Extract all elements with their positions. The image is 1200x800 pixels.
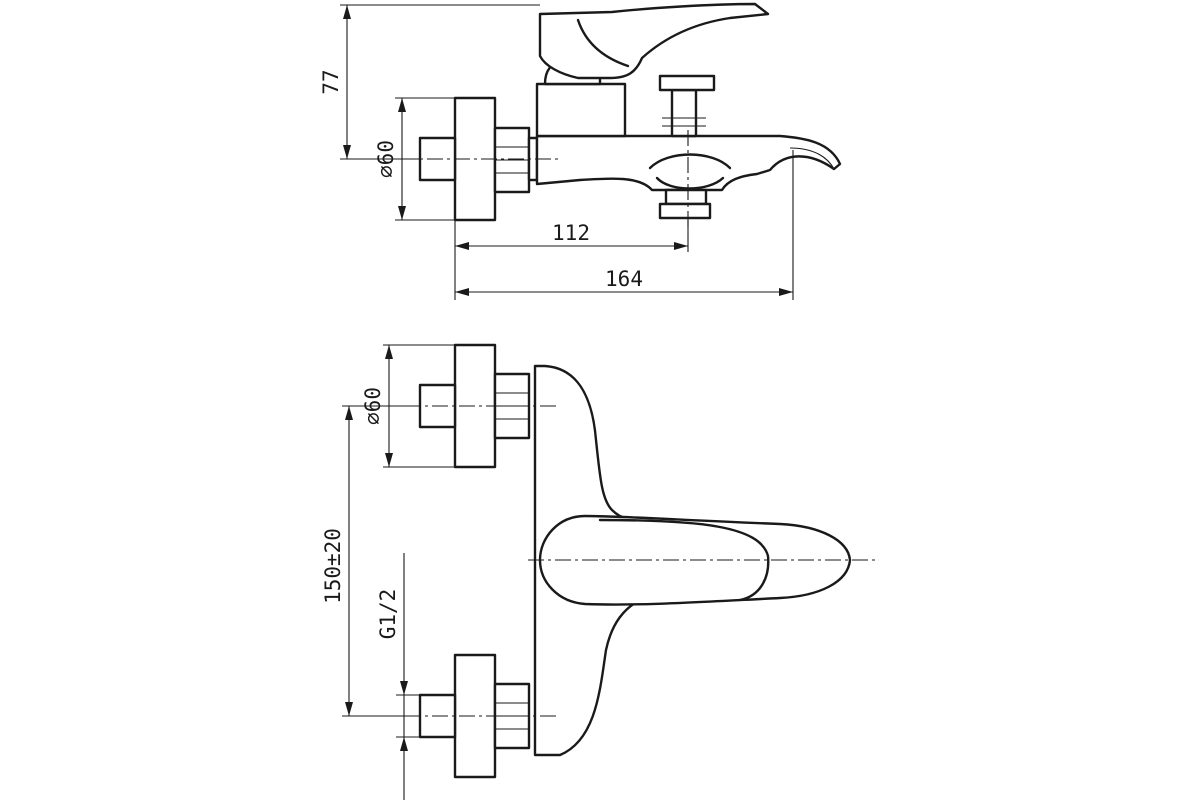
side-diverter-stem xyxy=(670,88,698,138)
front-view: ⌀60 150±20 G1/2 xyxy=(321,343,875,800)
side-cartridge-housing xyxy=(535,82,627,138)
dim-depth-total: 164 xyxy=(605,267,643,291)
dim-spacing: 150±20 xyxy=(321,528,345,604)
side-view: 77 ⌀60 112 164 xyxy=(319,2,842,300)
side-outlet-nut xyxy=(658,202,712,220)
dim-depth-mid: 112 xyxy=(552,221,590,245)
dim-thread: G1/2 xyxy=(376,589,400,640)
side-diverter-knob xyxy=(658,74,716,92)
dim-height-top: 77 xyxy=(319,69,343,94)
side-aerator xyxy=(664,188,708,206)
dim-diameter-side: ⌀60 xyxy=(374,140,398,178)
side-lever-handle xyxy=(538,2,770,80)
